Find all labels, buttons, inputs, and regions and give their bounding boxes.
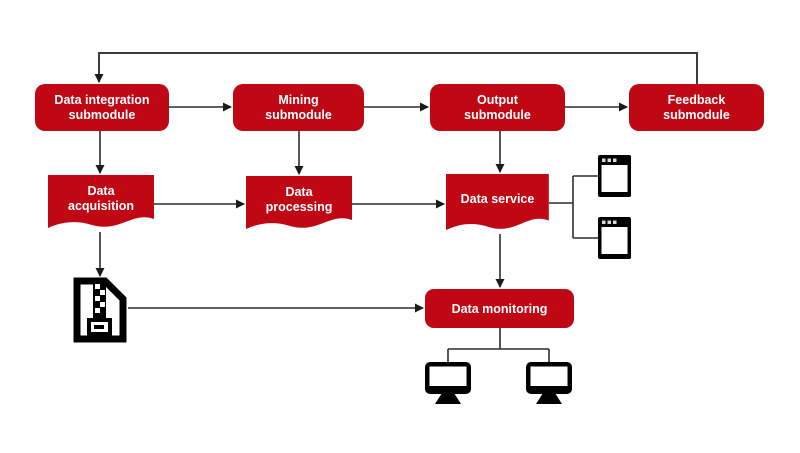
monitoring-label: Data monitoring: [451, 301, 548, 316]
module-label-line1: Feedback: [667, 92, 726, 107]
module-label-line2: submodule: [68, 107, 136, 122]
module-label-line1: Mining: [278, 92, 319, 107]
module-label-line1: Output: [477, 92, 518, 107]
desktop-monitor-icon-right: [526, 362, 572, 404]
document-label-line1: Data: [285, 184, 313, 199]
module-data-monitoring: Data monitoring: [425, 289, 574, 328]
document-shape-data-acquisition: [48, 175, 154, 228]
module-data-integration-submodule: Data integration submodule: [35, 84, 169, 131]
browser-window-icon-bottom: [598, 217, 631, 259]
module-label-line2: submodule: [464, 107, 531, 122]
connector-monitoring-to-monitors: [447, 328, 550, 362]
browser-window-icon-top: [598, 155, 631, 197]
module-label-line2: submodule: [663, 107, 730, 122]
module-feedback-submodule: Feedback submodule: [629, 84, 764, 131]
module-mining-submodule: Mining submodule: [233, 84, 364, 131]
desktop-monitor-icon-left: [425, 362, 471, 404]
document-label-line1: Data: [87, 183, 115, 198]
zip-file-icon: [73, 277, 127, 343]
module-label-line1: Data integration: [54, 92, 150, 107]
document-data-processing: Data processing: [246, 176, 352, 229]
module-label-line2: submodule: [265, 107, 332, 122]
document-label-line2: processing: [265, 199, 333, 214]
document-label-line2: acquisition: [68, 198, 134, 213]
connector-service-to-windows: [549, 175, 598, 239]
connector-feedback-to-integration: [94, 52, 698, 84]
document-shape-data-service: [446, 174, 549, 231]
document-data-service: Data service: [446, 174, 549, 230]
module-output-submodule: Output submodule: [430, 84, 565, 131]
document-data-acquisition: Data acquisition: [48, 175, 154, 228]
document-label-line1: Data service: [460, 191, 535, 206]
document-shape-data-processing: [246, 176, 352, 229]
